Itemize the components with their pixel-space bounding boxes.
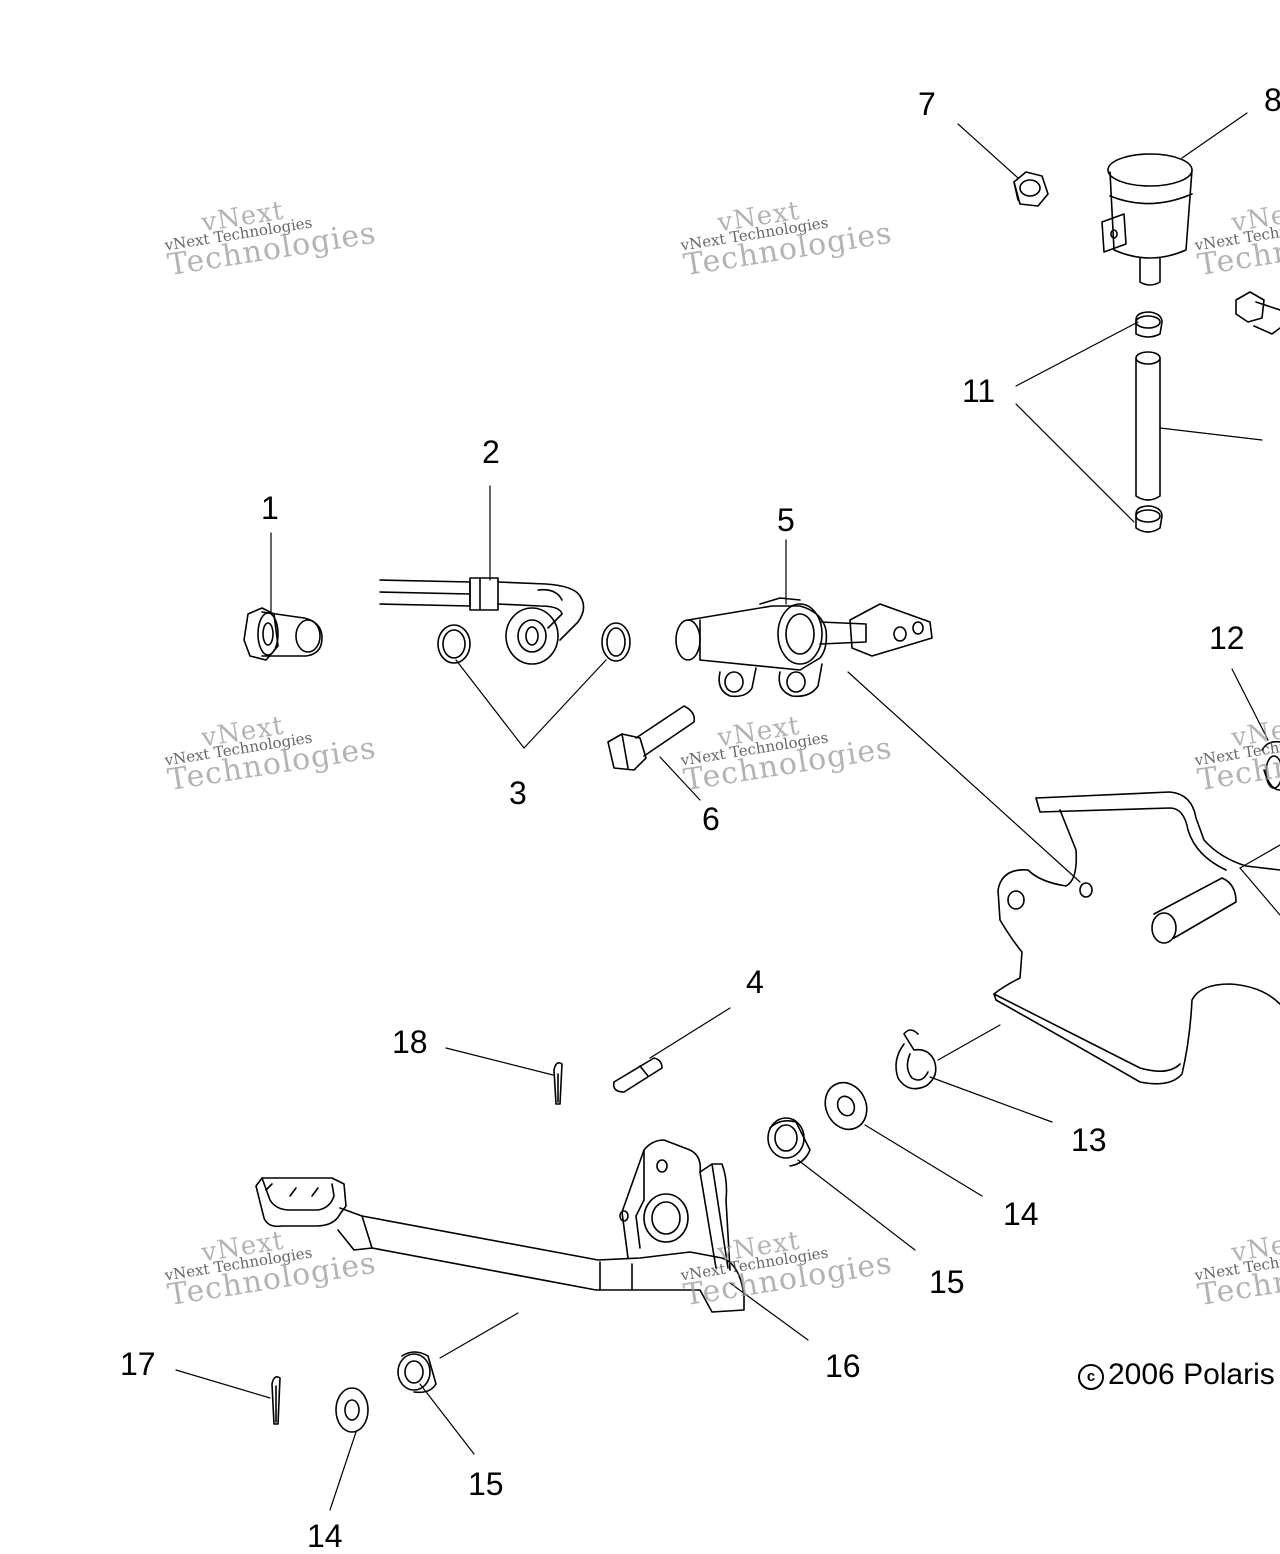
bushing-part-15-bottom — [397, 1351, 437, 1394]
callout-14: 14 — [1003, 1196, 1039, 1232]
leader-lines — [175, 112, 1280, 1511]
callout-15: 15 — [468, 1466, 504, 1502]
callout-14: 14 — [307, 1518, 343, 1554]
callout-4: 4 — [746, 964, 764, 1000]
callout-16: 16 — [825, 1348, 861, 1384]
fastener-part-12 — [1261, 740, 1280, 791]
callout-5: 5 — [777, 502, 795, 538]
callout-8: 8 — [1264, 82, 1280, 118]
washer-part-14-right — [824, 1081, 868, 1131]
callout-13: 13 — [1071, 1122, 1107, 1158]
reservoir-part-8 — [1101, 153, 1193, 286]
copyright-text: 2006 Polaris — [1108, 1358, 1275, 1391]
callout-2: 2 — [482, 434, 500, 470]
cotter-pin-part-17 — [271, 1376, 281, 1425]
bushing-part-15-right — [767, 1117, 811, 1167]
callout-17: 17 — [120, 1346, 156, 1382]
bolt-part-6 — [607, 705, 696, 771]
cotter-pin-part-18 — [553, 1062, 563, 1105]
washer-part-14-bottom — [335, 1387, 369, 1433]
callout-15: 15 — [929, 1264, 965, 1300]
clamps-part-11 — [1135, 311, 1163, 533]
callout-12: 12 — [1209, 620, 1245, 656]
mounting-bracket — [993, 791, 1280, 1085]
nut-part-7 — [1013, 171, 1049, 207]
brake-pedal-part-16 — [255, 1139, 745, 1313]
master-cylinder-part-5 — [675, 597, 933, 698]
spring-clip-part-13 — [895, 1029, 937, 1090]
callout-7: 7 — [918, 86, 936, 122]
callout-3: 3 — [509, 775, 527, 811]
brake-line-part-2 — [379, 577, 585, 665]
callout-1: 1 — [261, 490, 279, 526]
callout-18: 18 — [392, 1024, 428, 1060]
copyright-symbol: c — [1078, 1364, 1104, 1390]
hose-part-10 — [1135, 351, 1161, 501]
callout-6: 6 — [702, 801, 720, 837]
pin-part-4 — [612, 1057, 663, 1093]
washers-part-3 — [437, 622, 631, 664]
callout-11: 11 — [962, 373, 996, 409]
bolt-part-top-right — [1235, 291, 1280, 335]
banjo-bolt-part-1 — [243, 607, 323, 661]
